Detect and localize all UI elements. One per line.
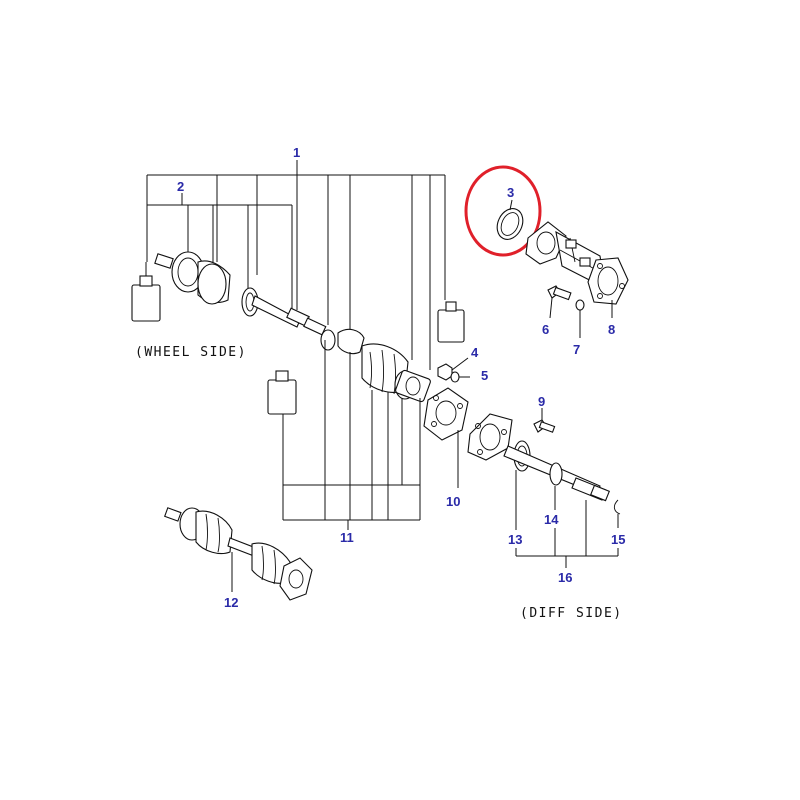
- part-number-11: 11: [340, 530, 354, 545]
- part-number-2: 2: [177, 179, 184, 194]
- nut-washer: [437, 357, 470, 383]
- bolt-9: [533, 408, 556, 433]
- diff-side-shaft: [467, 413, 621, 515]
- grease-pack-top-left: [131, 262, 161, 322]
- part-number-13: 13: [508, 532, 522, 547]
- part-number-6: 6: [542, 322, 549, 337]
- inner-boot-assembly: [320, 328, 431, 403]
- part-number-12: 12: [224, 595, 238, 610]
- part-number-16: 16: [558, 570, 572, 585]
- part-number-15: 15: [611, 532, 625, 547]
- housing-8: [525, 221, 629, 318]
- part-number-7: 7: [573, 342, 580, 357]
- complete-axle-12: [164, 507, 313, 601]
- seal-ring-3: [496, 199, 524, 240]
- side-labels: (WHEEL SIDE) (DIFF SIDE): [135, 345, 623, 621]
- part-number-4: 4: [471, 345, 479, 360]
- bracket-lines-13-16: [515, 470, 619, 568]
- part-number-9: 9: [538, 394, 545, 409]
- part-number-8: 8: [608, 322, 615, 337]
- part-number-14: 14: [544, 512, 559, 527]
- part-number-1: 1: [293, 145, 300, 160]
- diff-side-label: (DIFF SIDE): [520, 606, 623, 621]
- bracket-lines-11: [282, 340, 421, 530]
- bracket-lines-1-2: [146, 160, 446, 370]
- part-number-3: 3: [507, 185, 514, 200]
- part-number-5: 5: [481, 368, 488, 383]
- outer-cv-joint-assembly: [154, 251, 327, 336]
- flange-10: [423, 387, 469, 488]
- part-number-10: 10: [446, 494, 460, 509]
- bolt-6-washer-7: [547, 285, 585, 338]
- grease-pack-lower: [267, 370, 297, 415]
- grease-pack-middle: [437, 301, 465, 343]
- highlight-circle-part-3: [464, 165, 542, 257]
- wheel-side-label: (WHEEL SIDE): [135, 345, 247, 360]
- part-number-labels: 1 2 3 4 5 6 7 8 9 10 11 12 13 14 15 16: [177, 145, 625, 610]
